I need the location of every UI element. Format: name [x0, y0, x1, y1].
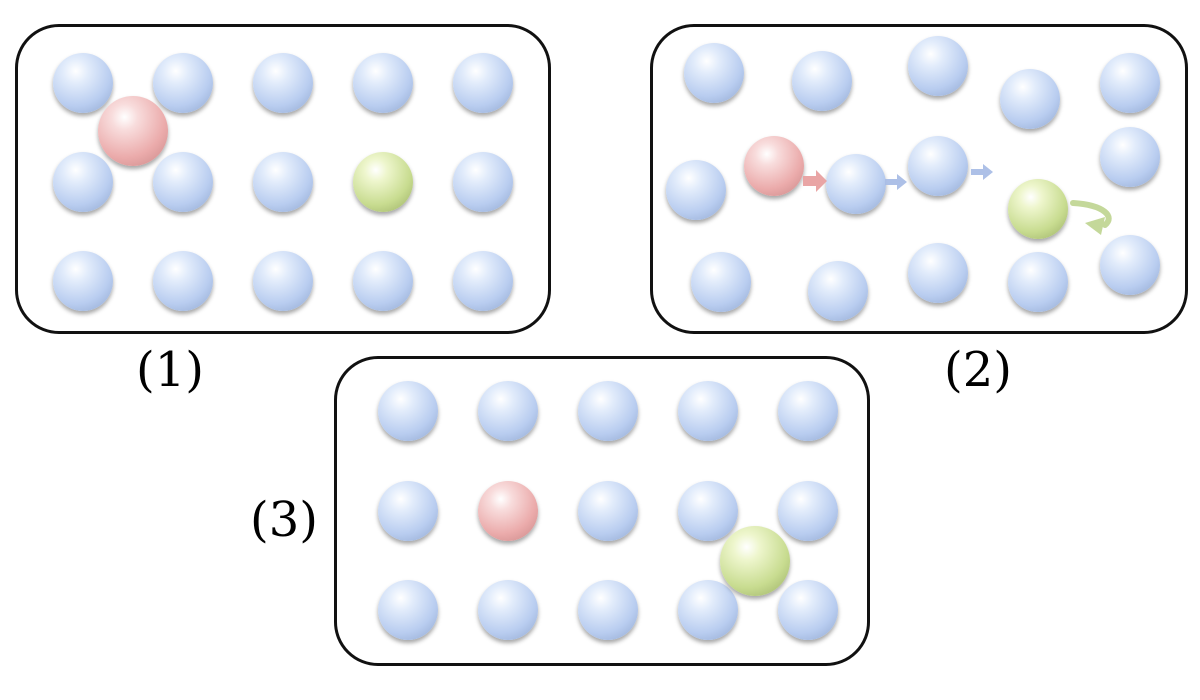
matrix-atom: [778, 481, 838, 541]
matrix-atom: [53, 152, 113, 212]
red-atom: [744, 136, 804, 196]
panel-3-label: (3): [250, 492, 318, 548]
blue-arrow: [971, 164, 993, 180]
matrix-atom: [678, 381, 738, 441]
matrix-atom: [53, 251, 113, 311]
matrix-atom: [53, 53, 113, 113]
matrix-atom: [678, 580, 738, 640]
green-atom: [353, 152, 413, 212]
matrix-atom: [908, 36, 968, 96]
matrix-atom: [666, 160, 726, 220]
green-arrow-head: [1085, 217, 1105, 235]
matrix-atom: [1100, 53, 1160, 113]
panel-3: [334, 356, 870, 666]
panel-1: [15, 24, 551, 334]
green-atom: [1008, 179, 1068, 239]
green-curved-arrow: [1070, 200, 1112, 228]
matrix-atom: [453, 251, 513, 311]
matrix-atom: [578, 481, 638, 541]
matrix-atom: [691, 252, 751, 312]
matrix-atom: [253, 53, 313, 113]
matrix-atom: [778, 580, 838, 640]
matrix-atom: [353, 251, 413, 311]
matrix-atom: [353, 53, 413, 113]
matrix-atom: [792, 51, 852, 111]
matrix-atom: [478, 580, 538, 640]
matrix-atom: [578, 381, 638, 441]
matrix-atom: [908, 136, 968, 196]
blue-arrow: [885, 174, 907, 190]
matrix-atom: [153, 53, 213, 113]
red-atom: [98, 96, 168, 166]
matrix-atom: [578, 580, 638, 640]
matrix-atom: [453, 152, 513, 212]
panel-1-label: (1): [136, 342, 204, 398]
matrix-atom: [908, 243, 968, 303]
matrix-atom: [253, 251, 313, 311]
matrix-atom: [378, 381, 438, 441]
matrix-atom: [1100, 235, 1160, 295]
matrix-atom: [153, 251, 213, 311]
matrix-atom: [1000, 69, 1060, 129]
green-atom: [720, 526, 790, 596]
matrix-atom: [684, 43, 744, 103]
matrix-atom: [826, 154, 886, 214]
matrix-atom: [478, 381, 538, 441]
matrix-atom: [378, 580, 438, 640]
panel-2: [650, 24, 1188, 334]
matrix-atom: [453, 53, 513, 113]
matrix-atom: [1008, 252, 1068, 312]
red-arrow: [803, 170, 827, 192]
matrix-atom: [378, 481, 438, 541]
panel-2-label: (2): [944, 342, 1012, 398]
matrix-atom: [778, 381, 838, 441]
matrix-atom: [253, 152, 313, 212]
matrix-atom: [1100, 127, 1160, 187]
matrix-atom: [678, 481, 738, 541]
matrix-atom: [808, 261, 868, 321]
matrix-atom: [153, 152, 213, 212]
red-atom: [478, 481, 538, 541]
